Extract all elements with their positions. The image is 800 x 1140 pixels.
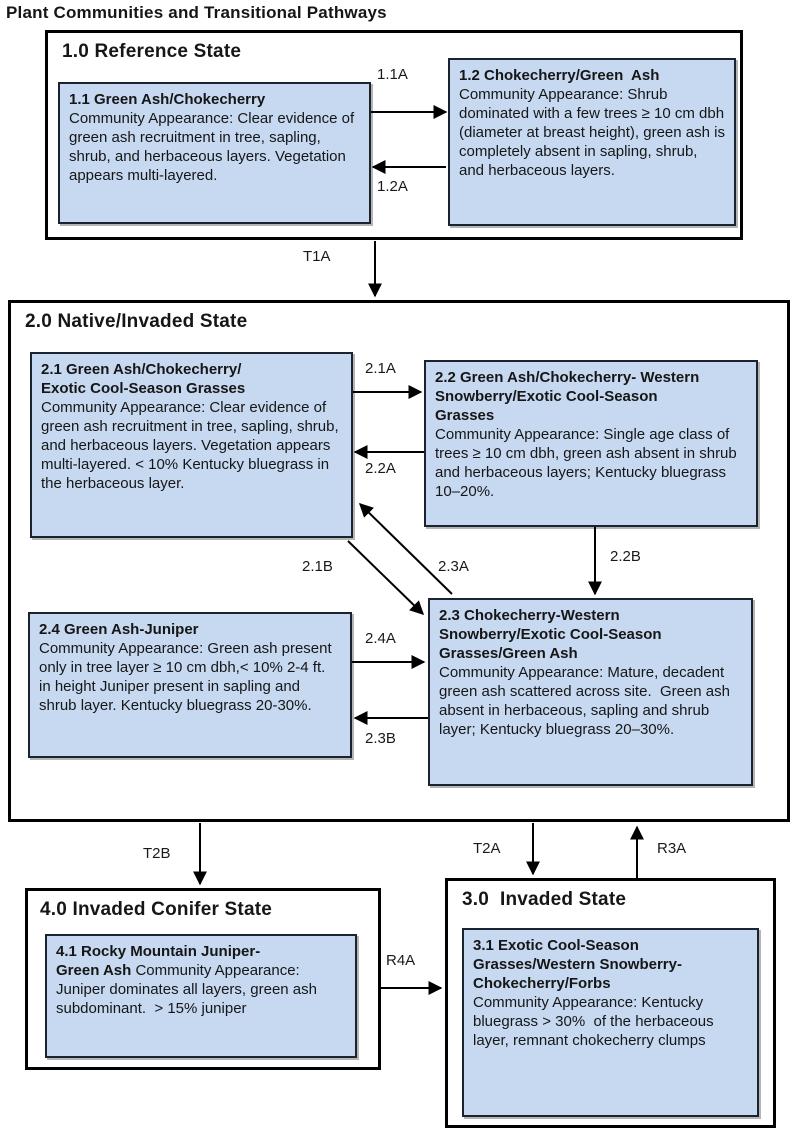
arrow-label-T2B: T2B	[143, 845, 171, 862]
arrow-label-T1A: T1A	[303, 248, 331, 265]
arrow-label-T2A: T2A	[473, 840, 501, 857]
community-body-4-1: Community Appearance: Juniper dominates …	[56, 962, 322, 1017]
community-box-2-1: 2.1 Green Ash/Chokecherry/ Exotic Cool-S…	[30, 352, 353, 538]
community-title-2-4: 2.4 Green Ash-Juniper	[39, 621, 199, 638]
community-body-2-3: Community Appearance: Mature, decadent g…	[439, 664, 735, 738]
community-title-3-1: 3.1 Exotic Cool-Season Grasses/Western S…	[473, 937, 682, 992]
community-body-2-1: Community Appearance: Clear evidence of …	[41, 399, 343, 492]
state-heading-invaded: 3.0 Invaded State	[462, 889, 627, 910]
community-title-4-1: 4.1 Rocky Mountain Juniper- Green Ash	[56, 943, 261, 979]
community-body-1-2: Community Appearance: Shrub dominated wi…	[459, 86, 730, 179]
arrow-label-2-2A: 2.2A	[365, 460, 396, 477]
community-box-3-1: 3.1 Exotic Cool-Season Grasses/Western S…	[462, 928, 759, 1117]
community-title-2-1: 2.1 Green Ash/Chokecherry/ Exotic Cool-S…	[41, 361, 246, 397]
community-box-2-3: 2.3 Chokecherry-Western Snowberry/Exotic…	[428, 598, 753, 786]
community-title-2-2: 2.2 Green Ash/Chokecherry- Western Snowb…	[435, 369, 700, 424]
community-box-4-1: 4.1 Rocky Mountain Juniper- Green Ash Co…	[45, 934, 357, 1058]
community-box-2-2: 2.2 Green Ash/Chokecherry- Western Snowb…	[424, 360, 758, 527]
arrow-label-R3A: R3A	[657, 840, 687, 857]
page-title: Plant Communities and Transitional Pathw…	[6, 3, 387, 22]
community-title-2-3: 2.3 Chokecherry-Western Snowberry/Exotic…	[439, 607, 662, 662]
state-heading-invaded-conifer: 4.0 Invaded Conifer State	[40, 899, 273, 920]
community-box-1-2: 1.2 Chokecherry/Green Ash Community Appe…	[448, 58, 736, 226]
community-body-3-1: Community Appearance: Kentucky bluegrass…	[473, 994, 718, 1049]
community-body-2-4: Community Appearance: Green ash present …	[39, 640, 336, 714]
community-box-1-1: 1.1 Green Ash/Chokecherry Community Appe…	[58, 82, 371, 224]
arrow-label-1-2A: 1.2A	[377, 178, 408, 195]
community-box-2-4: 2.4 Green Ash-Juniper Community Appearan…	[28, 612, 352, 758]
state-heading-reference: 1.0 Reference State	[62, 41, 242, 62]
arrow-label-R4A: R4A	[386, 952, 416, 969]
arrow-label-2-2B: 2.2B	[610, 548, 641, 565]
arrow-label-2-1B: 2.1B	[302, 558, 333, 575]
arrow-label-2-4A: 2.4A	[365, 630, 396, 647]
community-body-2-2: Community Appearance: Single age class o…	[435, 426, 741, 500]
community-title-1-2: 1.2 Chokecherry/Green Ash	[459, 67, 660, 84]
community-body-1-1: Community Appearance: Clear evidence of …	[69, 110, 359, 184]
arrow-label-2-1A: 2.1A	[365, 360, 396, 377]
arrow-label-2-3B: 2.3B	[365, 730, 396, 747]
arrow-label-1-1A: 1.1A	[377, 66, 408, 83]
arrow-label-2-3A: 2.3A	[438, 558, 469, 575]
community-text-4-1: 4.1 Rocky Mountain Juniper- Green Ash Co…	[56, 942, 346, 1018]
community-title-1-1: 1.1 Green Ash/Chokecherry	[69, 91, 266, 108]
state-heading-native-invaded: 2.0 Native/Invaded State	[25, 311, 248, 332]
